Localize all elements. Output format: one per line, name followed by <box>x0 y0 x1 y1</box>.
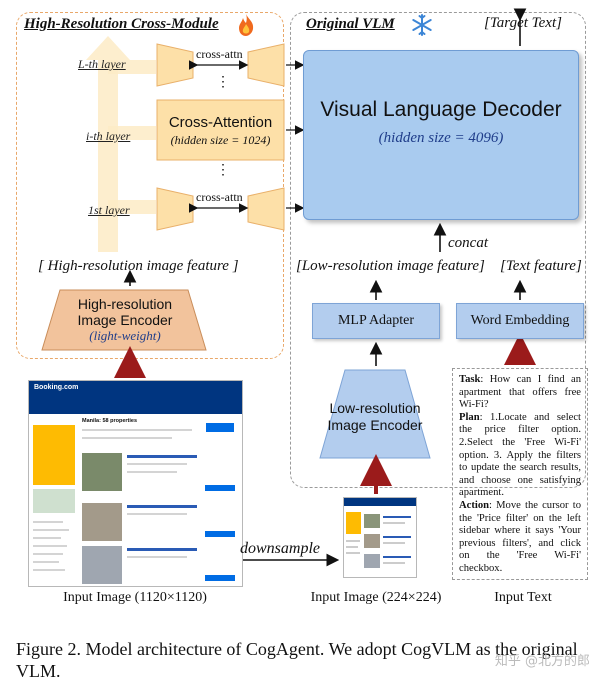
snowflake-icon <box>412 14 432 36</box>
input-text-box: Task: How can I find an apartment that o… <box>452 368 588 580</box>
hires-encoder-title-2: Image Encoder <box>77 312 173 328</box>
input-image-large-label: Input Image (1120×1120) <box>63 590 207 605</box>
target-text-label: [Target Text] <box>484 15 562 31</box>
decoder-title: Visual Language Decoder <box>320 98 562 121</box>
screenshot-hotel-photo <box>82 453 122 491</box>
screenshot-title: Manila: 58 properties <box>82 418 138 424</box>
screenshot-brand: Booking.com <box>34 384 79 391</box>
cross-attention-title: Cross-Attention <box>168 114 273 131</box>
lowres-encoder-title-2: Image Encoder <box>327 417 423 433</box>
flame-icon <box>239 14 254 36</box>
cross-attention-block: Cross-Attention (hidden size = 1024) <box>157 100 284 160</box>
ellipsis-bottom: ⋮ <box>216 163 230 178</box>
cross-attn-label-top: cross-attn <box>196 47 243 61</box>
hires-encoder-sub: (light-weight) <box>89 328 161 343</box>
high-res-cross-module-panel <box>16 12 284 359</box>
lowres-encoder-label: Low-resolution Image Encoder <box>320 400 430 434</box>
cross-attn-label-bottom: cross-attn <box>196 190 243 204</box>
task-heading: Task <box>459 374 481 385</box>
decoder-sub: (hidden size = 4096) <box>378 130 504 146</box>
screenshot-hotel-photo <box>82 546 122 584</box>
layer-label-1st: 1st layer <box>88 203 130 217</box>
ellipsis-top: ⋮ <box>216 75 230 90</box>
cross-attention-sub: (hidden size = 1024) <box>170 133 271 147</box>
input-screenshot-large: Booking.com Manila: 58 properties <box>28 380 243 587</box>
input-text-label: Input Text <box>494 590 552 605</box>
action-text: : Move the cursor to the 'Price filter' … <box>459 499 581 574</box>
downsample-label: downsample <box>240 540 320 557</box>
original-vlm-panel <box>290 12 586 488</box>
original-vlm-title: Original VLM <box>306 16 395 32</box>
concat-label: concat <box>448 235 488 251</box>
layer-label-i-th: i-th layer <box>86 129 131 143</box>
visual-language-decoder <box>303 50 579 220</box>
watermark: 知乎 @北方的郎 <box>494 654 590 669</box>
screenshot-map <box>33 489 75 513</box>
figure-caption: Figure 2. Model architecture of CogAgent… <box>16 639 578 681</box>
screenshot-search-panel <box>33 425 75 485</box>
task-text: : How can I find an apartment that offer… <box>459 374 581 411</box>
input-image-small-label: Input Image (224×224) <box>310 590 442 605</box>
word-embedding-box: Word Embedding <box>456 303 584 339</box>
action-heading: Action <box>459 499 490 511</box>
lowres-encoder-title-1: Low-resolution <box>329 400 421 416</box>
hires-feature-label: [ High-resolution image feature ] <box>38 258 239 274</box>
screenshot-nav <box>29 404 242 414</box>
text-feature-label: [Text feature] <box>500 258 582 274</box>
screenshot-header <box>29 381 242 404</box>
hires-encoder-title-1: High-resolution <box>77 296 173 312</box>
hires-encoder-label: High-resolution Image Encoder (light-wei… <box>44 296 206 344</box>
screenshot-filters <box>33 517 75 581</box>
plan-text: : 1.Locate and select the price filter o… <box>459 411 581 499</box>
input-screenshot-small <box>343 497 417 578</box>
cross-module-title: High-Resolution Cross-Module <box>24 16 219 32</box>
lowres-feature-label: [Low-resolution image feature] <box>296 258 485 274</box>
layer-label-l-th: L-th layer <box>78 57 126 71</box>
plan-heading: Plan <box>459 411 480 423</box>
screenshot-hotel-photo <box>82 503 122 541</box>
mlp-adapter-box: MLP Adapter <box>312 303 440 339</box>
